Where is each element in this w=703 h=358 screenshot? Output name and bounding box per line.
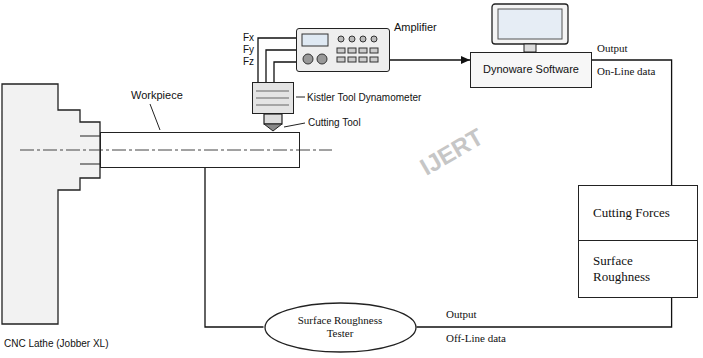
key [359, 48, 367, 53]
signal-wire [274, 62, 296, 82]
chuck-jaw [80, 164, 100, 165]
tool-holder [264, 114, 282, 124]
key [359, 57, 367, 62]
sample-line [205, 168, 264, 327]
signal-label: Fx [243, 32, 254, 44]
result-label: Surface Roughness [579, 249, 697, 288]
key [370, 48, 378, 53]
key [348, 48, 356, 53]
key [337, 57, 345, 62]
chuck-jaw [80, 136, 100, 137]
result-box: Cutting Forces [578, 185, 698, 241]
output-line [417, 298, 672, 327]
output-line [592, 60, 672, 185]
ellipse-shape [265, 303, 416, 352]
body-groove [256, 105, 289, 106]
button [349, 36, 355, 42]
body-groove [256, 91, 289, 92]
signal-label: Fy [243, 44, 254, 56]
signal-wire [266, 50, 296, 82]
leader-line [150, 104, 160, 130]
lathe-headstock [2, 84, 100, 324]
workpiece-bar: Workpiece [100, 132, 300, 168]
monitor-neck [524, 44, 536, 52]
tester-ellipse: Surface Roughness Tester [264, 302, 417, 353]
knob [317, 54, 327, 64]
output-label: Output [597, 42, 628, 55]
button [371, 36, 377, 42]
monitor [492, 4, 568, 44]
part-label: Cutting Tool [308, 117, 361, 129]
cutting-tool-tip [264, 124, 282, 131]
button [360, 36, 366, 42]
device-label: Kistler Tool Dynamometer [307, 92, 421, 104]
dynamometer-body [253, 83, 293, 113]
tester-label: Surface Roughness Tester [292, 314, 388, 340]
signal-wire [258, 38, 296, 82]
watermark: IJERT [415, 123, 488, 182]
data-mode-label: Off-Line data [446, 332, 506, 345]
key [337, 48, 345, 53]
data-arrow [390, 59, 470, 60]
amplifier-panel [297, 29, 389, 71]
software-label: Dynoware Software [483, 63, 579, 76]
computer-unit: Dynoware Software [470, 52, 592, 88]
amplifier-unit: Amplifier [296, 28, 390, 72]
signal-label: Fz [243, 56, 254, 68]
button [338, 36, 344, 42]
result-box: Surface Roughness [578, 240, 698, 298]
body-groove [256, 98, 289, 99]
monitor-screen [498, 9, 562, 39]
leader-line [296, 97, 305, 98]
key [370, 57, 378, 62]
center-line [20, 150, 332, 151]
part-label: Workpiece [131, 89, 183, 102]
data-mode-label: On-Line data [597, 65, 655, 78]
tool-dynamometer: Kistler Tool Dynamometer [252, 82, 294, 114]
result-label: Cutting Forces [579, 201, 678, 225]
machine-label: CNC Lathe (Jobber XL) [4, 338, 109, 350]
key [348, 57, 356, 62]
device-label: Amplifier [394, 21, 437, 34]
display [302, 34, 328, 46]
knob [303, 54, 313, 64]
output-label: Output [446, 308, 477, 321]
leader-line [284, 123, 305, 127]
